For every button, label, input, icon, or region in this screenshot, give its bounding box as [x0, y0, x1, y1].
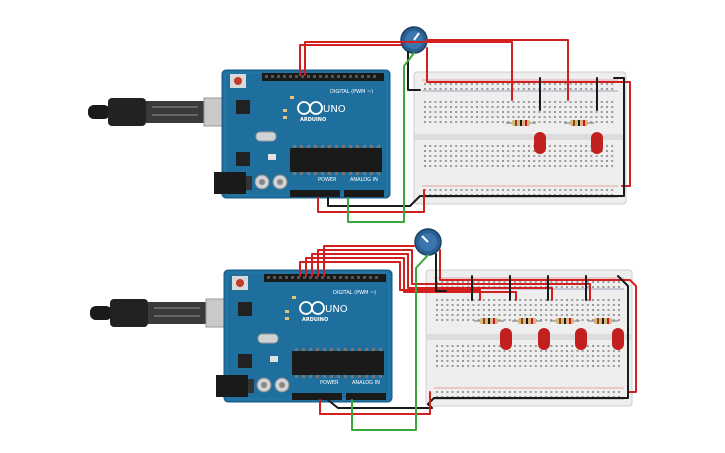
board-model-label: UNO: [323, 104, 346, 115]
led-bottom-3: [575, 328, 587, 350]
power-label: POWER: [320, 380, 339, 386]
board-logo-label: ARDUINO: [302, 317, 328, 323]
wire-red-5v: [319, 391, 431, 415]
wire-red-rail: [439, 249, 637, 393]
resistor-top-1: [506, 120, 536, 126]
wire-red-led1: [304, 41, 513, 101]
wire-red-rail: [426, 47, 623, 83]
resistor-bottom-3: [550, 318, 580, 324]
arduino-board-bottom: DIGITAL (PWM ~) UNO ARDUINO: [216, 269, 393, 403]
wire-black-gnd-main: [327, 77, 625, 207]
wires-bottom: [299, 245, 637, 431]
power-label: POWER: [318, 177, 337, 183]
wire-red-pot: [323, 245, 415, 277]
digital-pwm-label: DIGITAL (PWM ~): [330, 89, 373, 95]
usb-cable-top: [88, 97, 231, 127]
analog-in-label: ANALOG IN: [352, 380, 380, 386]
resistor-bottom-4: [588, 318, 618, 324]
wire-red-rail-side: [621, 81, 631, 187]
led-top-1: [534, 132, 546, 154]
board-model-label: UNO: [325, 304, 348, 315]
arduino-board-top: DIGITAL (PWM ~) UNO ARDUINO: [214, 69, 391, 199]
usb-cable-bottom: [90, 298, 233, 328]
wire-red-led4: [317, 249, 591, 301]
led-bottom-1: [500, 328, 512, 350]
led-top-2: [591, 132, 603, 154]
wire-black-pot: [435, 253, 447, 292]
resistor-bottom-1: [474, 318, 504, 324]
wire-red-led3: [311, 253, 553, 301]
breadboard-top: [413, 71, 627, 205]
led-bottom-2: [538, 328, 550, 350]
wire-green-analog: [347, 52, 415, 223]
wire-green-analog: [351, 254, 429, 431]
resistor-top-2: [564, 120, 594, 126]
circuit-top: DIGITAL (PWM ~) UNO ARDUINO: [88, 26, 631, 223]
circuit-bottom: DIGITAL (PWM ~) UNO ARDUINO: [90, 228, 637, 431]
wire-red-led2: [426, 39, 569, 101]
led-bottom-4: [612, 328, 624, 350]
wires-top: [299, 39, 631, 223]
wire-red-pin-pot: [299, 44, 402, 76]
potentiometer-top: [400, 26, 428, 54]
wire-red-5v: [317, 189, 425, 213]
wire-red-led2: [305, 257, 517, 301]
analog-in-label: ANALOG IN: [350, 177, 378, 183]
wire-black-pot: [407, 51, 421, 91]
digital-pwm-label: DIGITAL (PWM ~): [333, 290, 376, 296]
board-logo-label: ARDUINO: [300, 117, 326, 123]
arduino-logo: [297, 101, 323, 115]
potentiometer-bottom: [414, 228, 442, 256]
resistor-bottom-2: [512, 318, 542, 324]
arduino-logo: [299, 301, 325, 315]
